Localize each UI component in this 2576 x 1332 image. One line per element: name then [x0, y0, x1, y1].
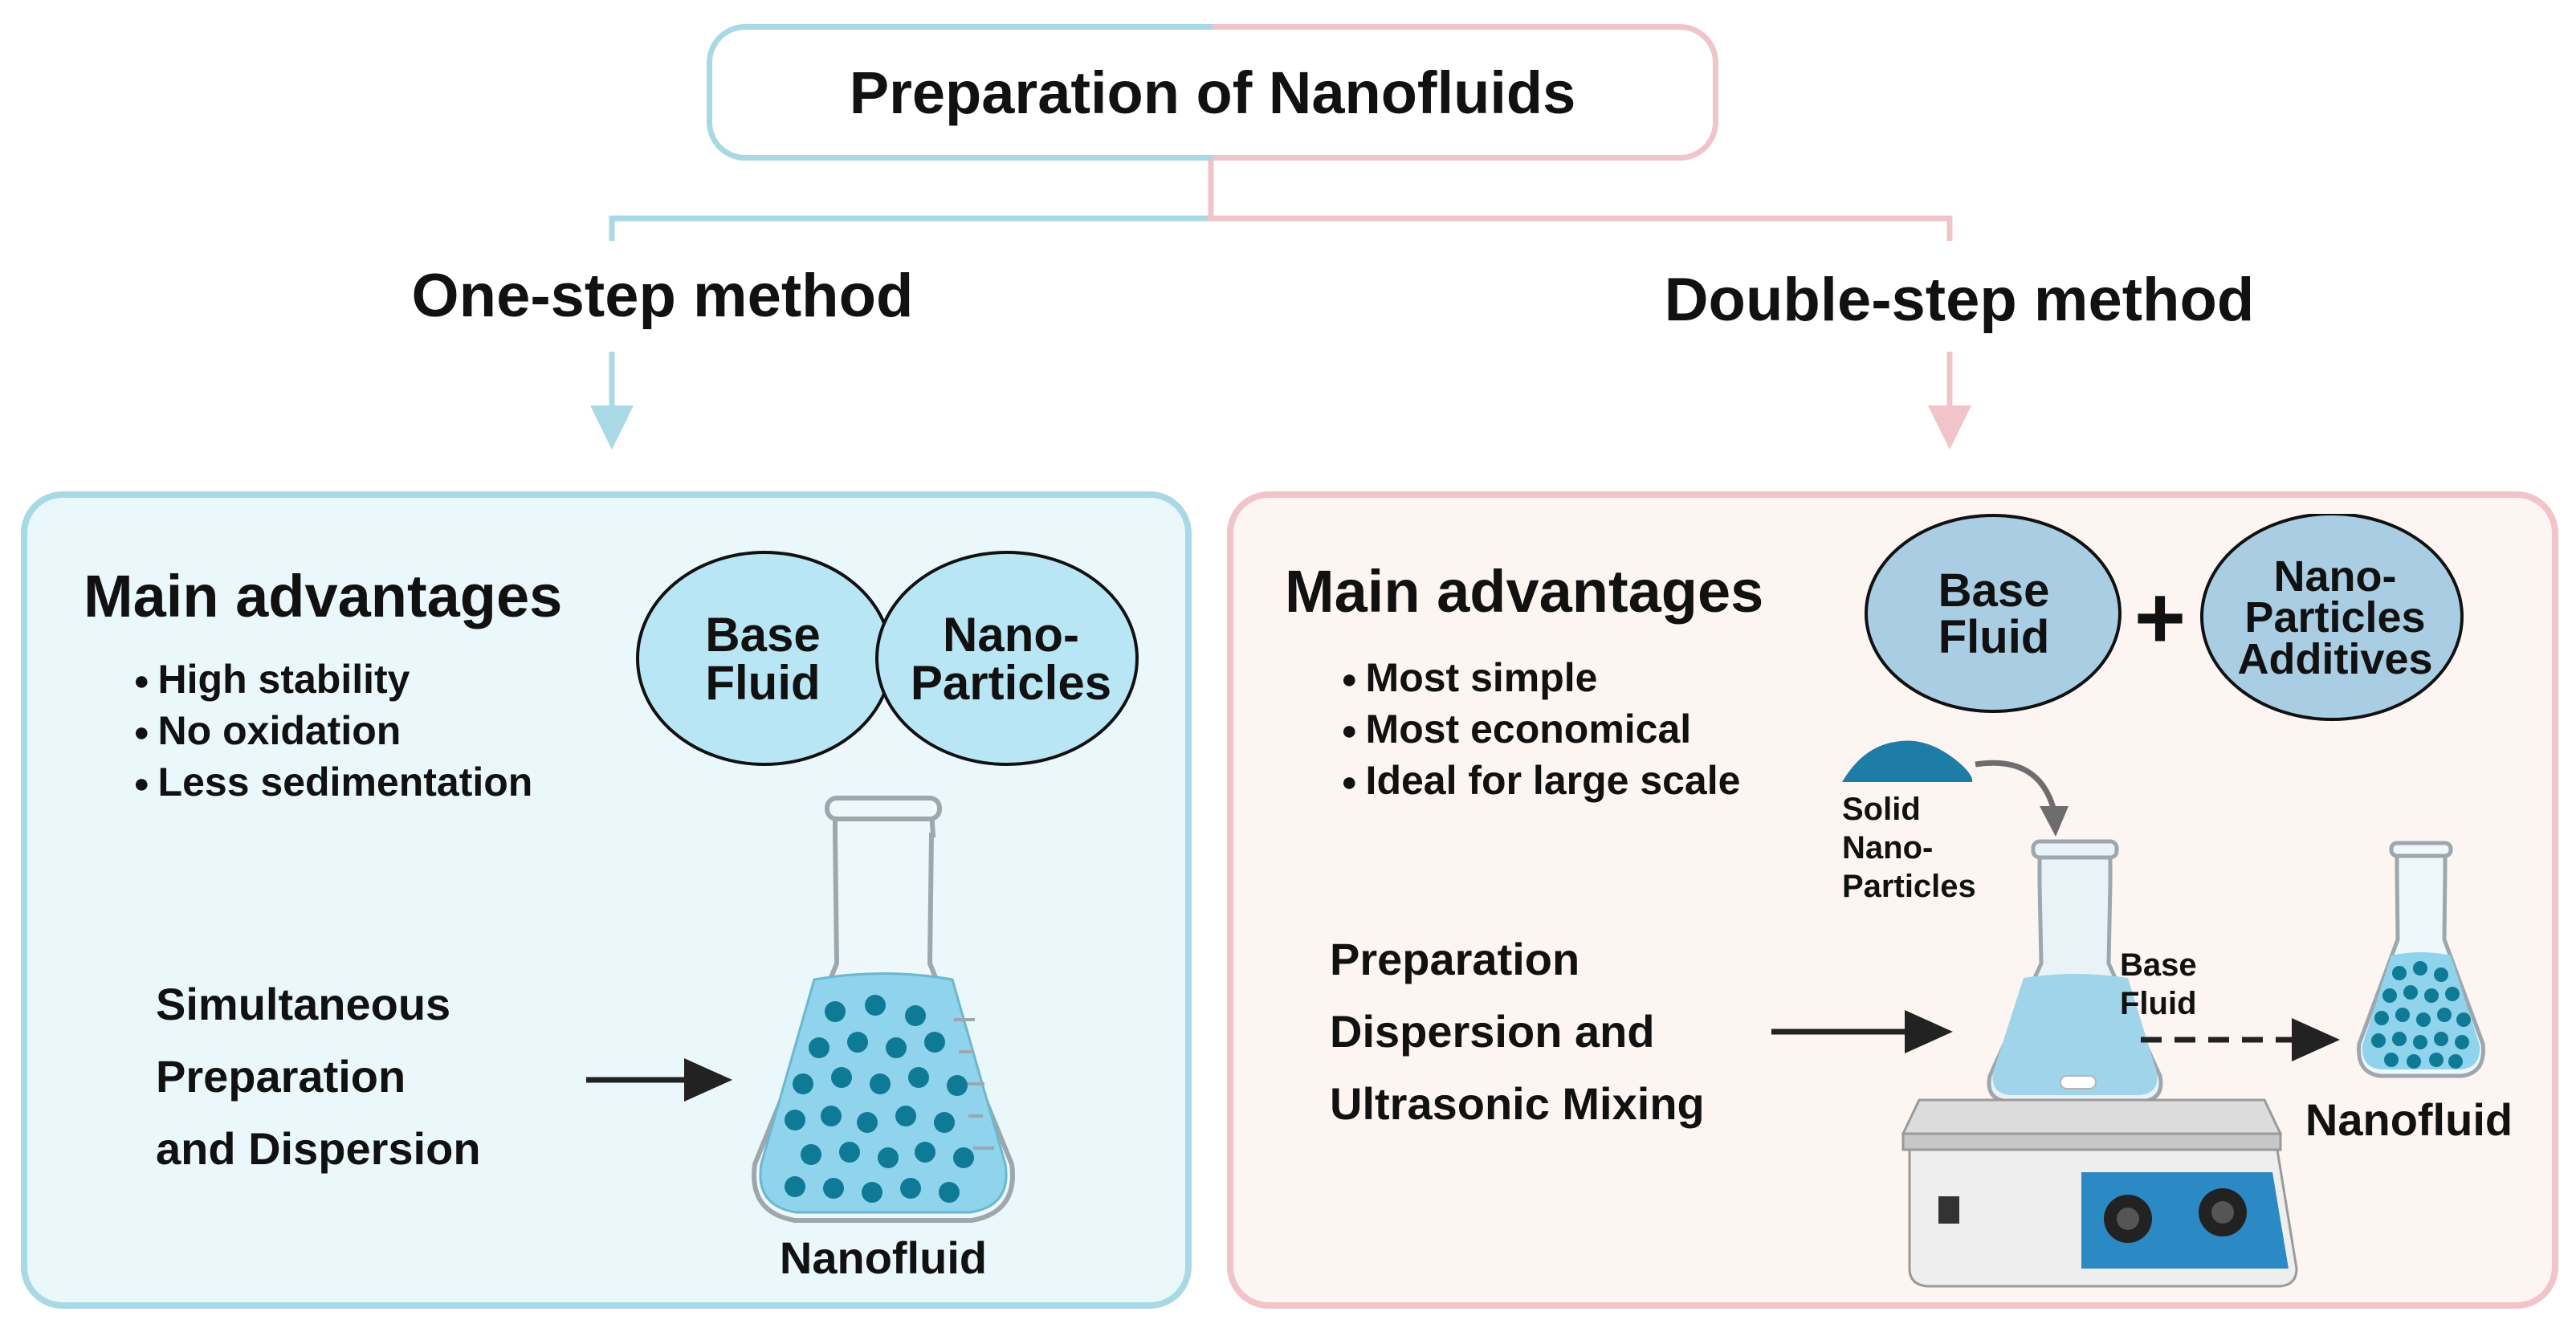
nanofluid-flask-icon: [752, 796, 1015, 1223]
advantage-item: Less sedimentation: [133, 756, 533, 808]
process-line: Preparation: [156, 1051, 406, 1102]
left-connector: [609, 161, 1214, 241]
curved-arrow-icon: [1975, 760, 2069, 837]
bubble-text: Particles: [910, 656, 1112, 710]
left-arrow-head: [590, 405, 634, 450]
bubble-text: Base: [1938, 564, 2050, 617]
solid-nanoparticles-label: Solid Nano- Particles: [1842, 790, 1976, 906]
one-step-method-label: One-step method: [411, 262, 914, 330]
label-line: Base: [2120, 947, 2197, 983]
small-nanofluid-flask-icon: [2357, 841, 2485, 1078]
one-step-process-arrow: [586, 1058, 732, 1102]
base-fluid-label: Base Fluid: [2120, 946, 2197, 1023]
nanoparticles-ellipse: [875, 551, 1139, 766]
process-line: and Dispersion: [156, 1123, 481, 1174]
process-line: Preparation: [1330, 934, 1580, 984]
advantage-item: No oxidation: [133, 705, 532, 756]
advantage-item: High stability: [133, 654, 532, 705]
one-step-advantages-heading: Main advantages: [84, 563, 563, 629]
double-step-nanofluid-label: Nanofluid: [2305, 1094, 2513, 1145]
bubble-text: Additives: [2237, 634, 2433, 683]
label-line: Nano-: [1842, 830, 1934, 866]
bubble-text: Particles: [2244, 593, 2426, 642]
nanoparticles-bubble: Nano-Particles: [878, 556, 1143, 763]
title-box: Preparation of Nanofluids: [707, 24, 1718, 161]
one-step-process-text: Simultaneous Preparation and Dispersion: [156, 968, 481, 1185]
double-step-advantages-list: Most simple Most economical Ideal for la…: [1341, 652, 1741, 806]
right-connector: [1208, 161, 1953, 241]
dashed-arrow-icon: [2141, 1018, 2340, 1061]
magnetic-stirrer-icon: [1901, 839, 2298, 1288]
process-line: Dispersion and: [1330, 1006, 1655, 1057]
double-step-method-label: Double-step method: [1664, 266, 2255, 334]
advantage-item: Ideal for large scale: [1341, 755, 1741, 806]
double-step-advantages-heading: Main advantages: [1285, 558, 1764, 625]
bubble-text: Nano-: [943, 608, 1079, 662]
one-step-advantages-list: High stability No oxidation Less sedimen…: [133, 654, 533, 808]
bubble-text: Nano-: [2273, 552, 2397, 601]
process-line: Ultrasonic Mixing: [1330, 1078, 1705, 1129]
page-title: Preparation of Nanofluids: [849, 59, 1576, 126]
advantage-item: Most economical: [1341, 703, 1740, 755]
double-step-process-text: Preparation Dispersion and Ultrasonic Mi…: [1330, 923, 1705, 1140]
right-arrow-head: [1928, 405, 1971, 450]
advantage-item: Most simple: [1341, 652, 1740, 703]
bubble-text: Fluid: [1938, 611, 2050, 663]
label-line: Solid: [1842, 792, 1921, 827]
base-fluid-ellipse: [1865, 514, 2122, 713]
bubble-text: Base: [705, 608, 821, 662]
label-line: Fluid: [2120, 986, 2197, 1021]
double-step-bubbles-shapes: [1865, 514, 2464, 721]
process-line: Simultaneous: [156, 979, 451, 1029]
nanoparticles-additives-ellipse: [2200, 514, 2464, 721]
one-step-nanofluid-label: Nanofluid: [779, 1232, 988, 1283]
plus-sign: +: [2134, 568, 2187, 667]
bubble-text: Fluid: [705, 656, 821, 710]
label-line: Particles: [1842, 869, 1976, 904]
one-step-bubbles-shapes: [636, 551, 1139, 766]
powder-pile-icon: [1842, 740, 1973, 782]
double-step-process-arrow: [1771, 1010, 1953, 1053]
